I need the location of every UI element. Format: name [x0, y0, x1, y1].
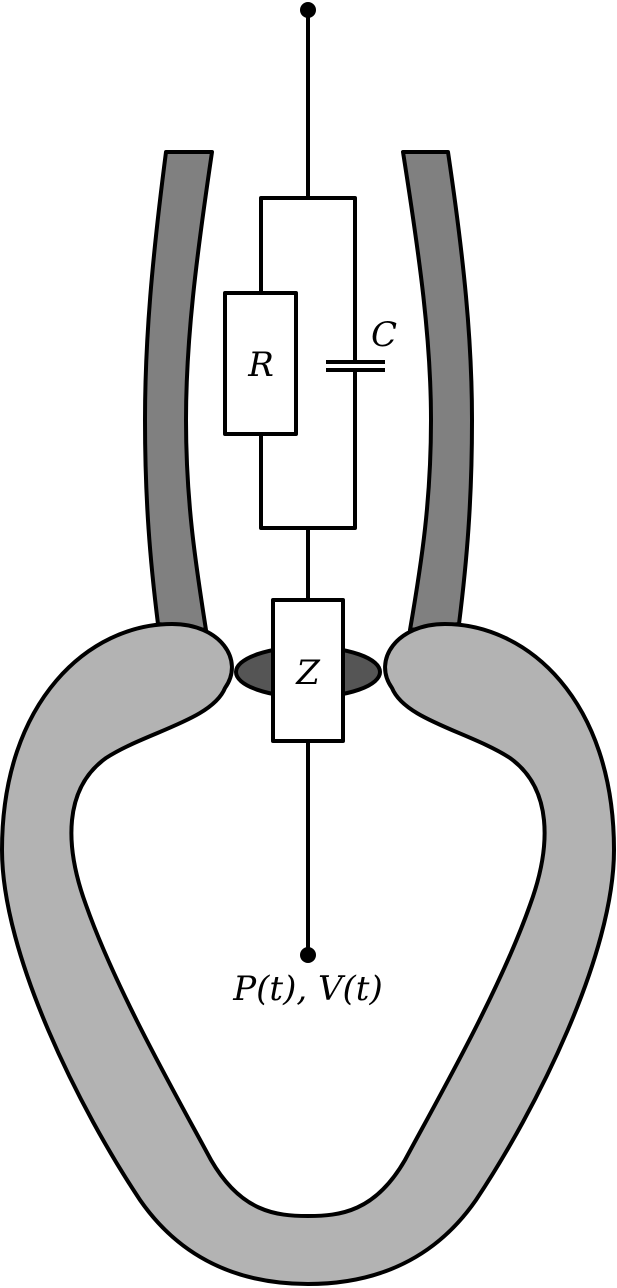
left-vessel: [143, 150, 214, 632]
capacitor-label: C: [371, 315, 397, 355]
resistor-label: R: [247, 345, 274, 385]
right-vessel: [401, 150, 474, 632]
bottom-terminal: [300, 947, 316, 963]
heart-ventricle: [0, 622, 616, 1286]
impedance-label: Z: [295, 653, 321, 693]
top-terminal: [300, 2, 316, 18]
pressure-volume-label: P(t), V(t): [232, 969, 382, 1009]
impedance: [271, 598, 345, 743]
resistor: [223, 291, 298, 436]
